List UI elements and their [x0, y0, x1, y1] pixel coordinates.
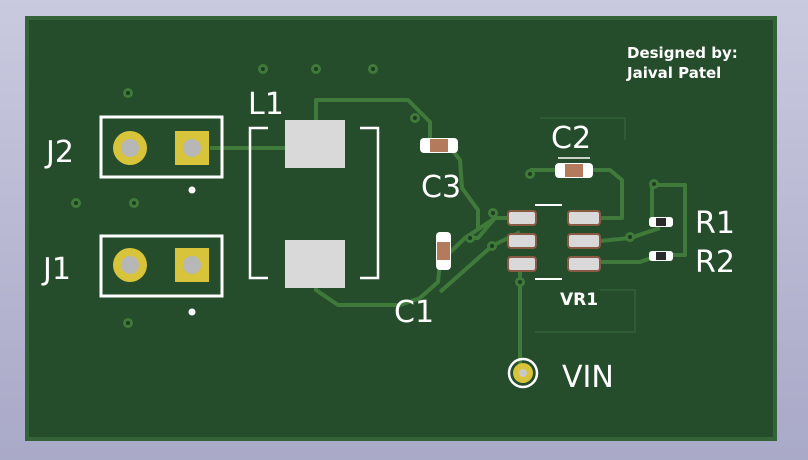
label-j2: J2	[44, 135, 74, 170]
trace-l1-c1	[314, 261, 442, 307]
label-l1: L1	[248, 87, 284, 122]
regulator-vr1	[507, 204, 601, 280]
capacitor-c1	[436, 232, 451, 270]
j1-outline	[99, 234, 224, 298]
inductor-l1	[248, 120, 380, 288]
vr1-pad-1	[507, 210, 537, 226]
trace-c1-vr1	[438, 216, 508, 264]
designer-credit-line-1: Designed by:	[627, 44, 738, 62]
resistor-r1	[649, 217, 673, 227]
via	[410, 113, 420, 123]
via	[123, 88, 133, 98]
pcb-board	[25, 16, 777, 441]
via	[311, 64, 321, 74]
vias	[71, 64, 659, 328]
resistor-r2	[649, 251, 673, 261]
l1-bracket-left	[248, 126, 268, 280]
via	[487, 241, 497, 251]
trace-c3-vr1	[446, 143, 480, 228]
label-j1: J1	[41, 252, 71, 287]
connector-j2	[99, 115, 224, 194]
via	[71, 198, 81, 208]
via	[515, 277, 525, 287]
vin-test-point	[507, 357, 539, 389]
l1-bracket-right	[360, 126, 380, 280]
pour-outline	[535, 117, 636, 333]
designer-credit-line-2: Jaival Patel	[626, 64, 721, 82]
label-c2: C2	[551, 121, 591, 156]
via	[488, 208, 498, 218]
label-c3: C3	[421, 170, 461, 205]
vr1-pad-6	[567, 256, 601, 272]
via	[625, 232, 635, 242]
via	[649, 179, 659, 189]
capacitor-c2	[555, 157, 593, 178]
trace-c2-vr1	[585, 168, 624, 220]
j2-pin1-marker	[188, 186, 196, 194]
trace-r1	[629, 226, 661, 240]
trace-fb	[599, 236, 631, 243]
label-r2: R2	[695, 245, 735, 280]
l1-pad-top	[285, 120, 345, 168]
via	[465, 233, 475, 243]
j1-pin1-marker	[188, 308, 196, 316]
label-c1: C1	[394, 295, 434, 330]
trace-l1-c3	[314, 98, 432, 145]
vr1-pad-3	[507, 256, 537, 272]
connector-j1	[99, 234, 224, 316]
via	[129, 198, 139, 208]
capacitor-c3	[420, 138, 458, 153]
via	[368, 64, 378, 74]
label-vin: VIN	[562, 360, 614, 395]
via	[258, 64, 268, 74]
label-r1: R1	[695, 206, 735, 241]
j2-outline	[99, 115, 224, 179]
via	[123, 318, 133, 328]
vr1-pad-5	[567, 233, 601, 249]
via	[525, 169, 535, 179]
vr1-pad-4	[567, 210, 601, 226]
vr1-pad-2	[507, 233, 537, 249]
label-vr1: VR1	[560, 290, 598, 310]
l1-pad-bottom	[285, 240, 345, 288]
